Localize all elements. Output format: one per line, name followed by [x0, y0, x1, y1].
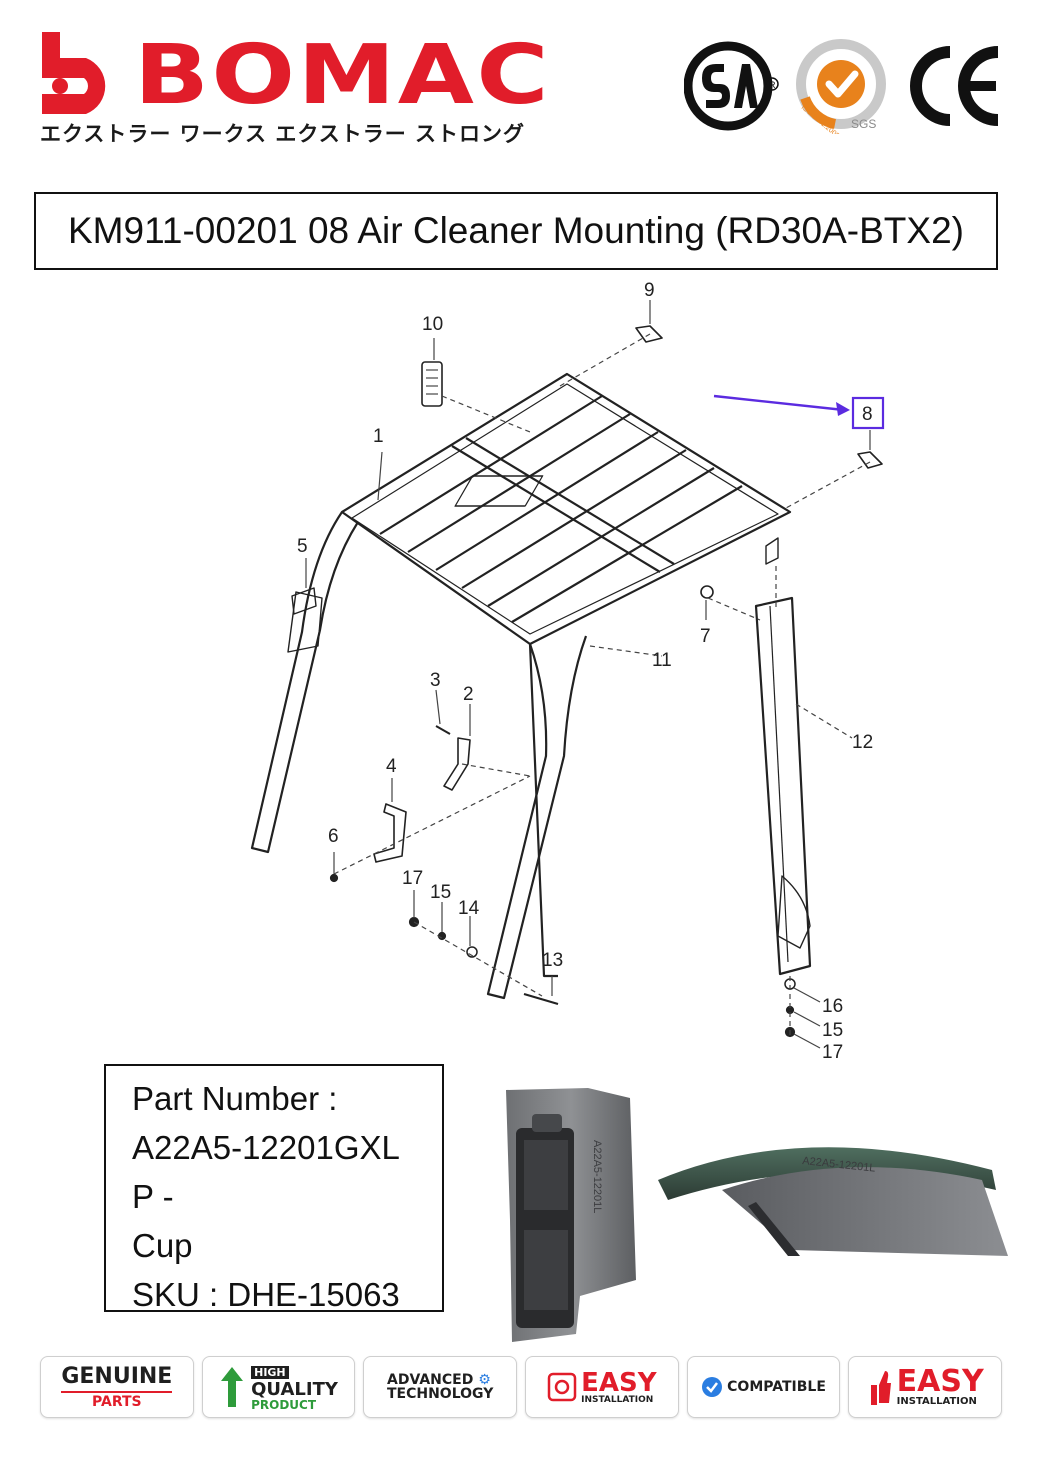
page-title: KM911-00201 08 Air Cleaner Mounting (RD3… [68, 210, 964, 251]
callout-6: 6 [328, 826, 339, 847]
badge-easy-installation-2: EASY INSTALLATION [848, 1356, 1003, 1418]
callout-3: 3 [430, 670, 441, 691]
callout-numbers: 1 2 3 4 5 6 7 8 9 10 11 12 13 14 15 15 1… [297, 280, 873, 1063]
callout-4: 4 [386, 756, 397, 777]
callout-17: 17 [402, 868, 423, 889]
product-photo-side: A22A5-12201L [506, 1088, 636, 1342]
badge-easy2-line2: INSTALLATION [896, 1396, 977, 1407]
brand-tagline: エクストラー ワークス エクストラー ストロング [40, 122, 526, 146]
photo-engraving-left: A22A5-12201L [591, 1140, 603, 1213]
badge-easy-line2: INSTALLATION [581, 1394, 654, 1405]
callout-15-b: 15 [822, 1020, 843, 1041]
gear-icon: ⚙ [473, 1372, 491, 1388]
badge-compatible: COMPATIBLE [686, 1356, 841, 1418]
csa-certification-icon: R [684, 41, 779, 131]
callout-14: 14 [458, 898, 480, 919]
ce-mark-icon [910, 46, 999, 126]
highlight-arrow [713, 394, 845, 412]
svg-text:R: R [769, 80, 776, 90]
callout-2: 2 [463, 684, 474, 705]
iso-sgs-certification-icon: ISO 9001:2008 SGS [796, 39, 886, 134]
badge-genuine-line2: PARTS [61, 1390, 173, 1409]
part-name-prefix: P - [132, 1178, 174, 1215]
badge-high-quality: HIGH QUALITY PRODUCT [201, 1356, 356, 1418]
sku: SKU : DHE-15063 [132, 1276, 400, 1313]
badge-quality-line2: QUALITY [251, 1379, 338, 1400]
part-number-value: A22A5-12201GXL [132, 1129, 400, 1166]
highlight-box [851, 396, 885, 430]
callout-17-b: 17 [822, 1042, 843, 1063]
thumbs-up-icon [870, 1371, 891, 1405]
callout-16: 16 [822, 996, 843, 1017]
badge-easy-installation: EASY INSTALLATION [525, 1356, 679, 1418]
exploded-parts-diagram: 1 2 3 4 5 6 7 8 9 10 11 12 13 14 15 15 1… [250, 280, 885, 1063]
callout-9: 9 [644, 280, 655, 301]
callout-13: 13 [542, 950, 563, 971]
check-circle-icon [702, 1377, 723, 1397]
badge-tech-line1: ADVANCED [386, 1372, 474, 1388]
badge-advanced-technology: ADVANCED ⚙ TECHNOLOGY [363, 1356, 518, 1418]
badge-easy-line1: EASY [581, 1367, 657, 1398]
callout-11: 11 [652, 650, 672, 671]
badge-easy2-line1: EASY [896, 1364, 984, 1399]
badge-tech-line2: TECHNOLOGY [386, 1386, 494, 1402]
callout-5: 5 [297, 536, 308, 557]
part-number-label: Part Number : [132, 1080, 338, 1117]
part-info-box: Part Number : A22A5-12201GXL P - Cup SKU… [104, 1064, 444, 1313]
brand-name: BOMAC [134, 28, 551, 123]
callout-8: 8 [862, 404, 873, 425]
badge-quality-line1: HIGH [251, 1366, 289, 1379]
badge-genuine-line1: GENUINE [61, 1363, 173, 1389]
callout-12: 12 [852, 732, 873, 753]
callout-1: 1 [373, 426, 384, 447]
badge-genuine-parts: GENUINE PARTS [40, 1356, 194, 1418]
title-box: KM911-00201 08 Air Cleaner Mounting (RD3… [34, 192, 998, 270]
part-name: Cup [132, 1227, 193, 1264]
badge-quality-line3: PRODUCT [251, 1398, 317, 1412]
callout-15: 15 [430, 882, 451, 903]
callout-10: 10 [422, 314, 443, 335]
badge-compatible-text: COMPATIBLE [727, 1379, 826, 1395]
sgs-text: SGS [851, 117, 876, 131]
up-arrow-icon [221, 1367, 244, 1407]
feature-badges: GENUINE PARTS HIGH QUALITY PRODUCT ADVAN… [40, 1356, 1003, 1418]
install-icon [547, 1372, 577, 1402]
bomac-logo-mark [42, 32, 106, 114]
callout-7: 7 [700, 626, 711, 647]
product-photo-top: A22A5-12201L [658, 1147, 1008, 1256]
